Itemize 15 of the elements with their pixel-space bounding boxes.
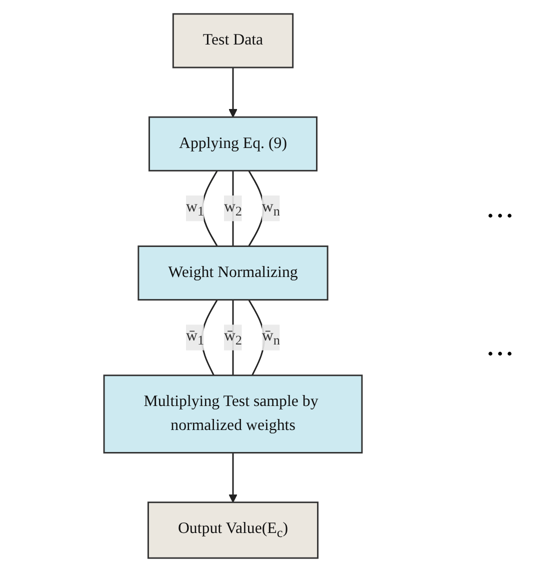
- node-box: Weight Normalizing: [137, 245, 328, 300]
- edge-label: w$_{2}$: [223, 198, 242, 218]
- arrow: [228, 67, 237, 117]
- edge-label: w$_{1}$: [186, 198, 204, 218]
- edge-label: w$_{n}$: [261, 198, 280, 218]
- node-box: Applying Eq. (9): [148, 116, 317, 171]
- ellipsis-label: • • •: [488, 346, 512, 364]
- node-box: Multiplying Test sample by normalized weights: [102, 374, 362, 453]
- edge-label: w̄$_{n}$: [261, 327, 280, 348]
- edge-label: w̄$_{2}$: [223, 327, 242, 348]
- node-box: Output Value(E$_{c}$): [146, 501, 318, 558]
- arrow: [228, 452, 237, 502]
- ellipsis-label: • • •: [488, 208, 512, 226]
- node-box: Test Data: [172, 12, 294, 68]
- edge-label: w̄$_{1}$: [186, 327, 204, 348]
